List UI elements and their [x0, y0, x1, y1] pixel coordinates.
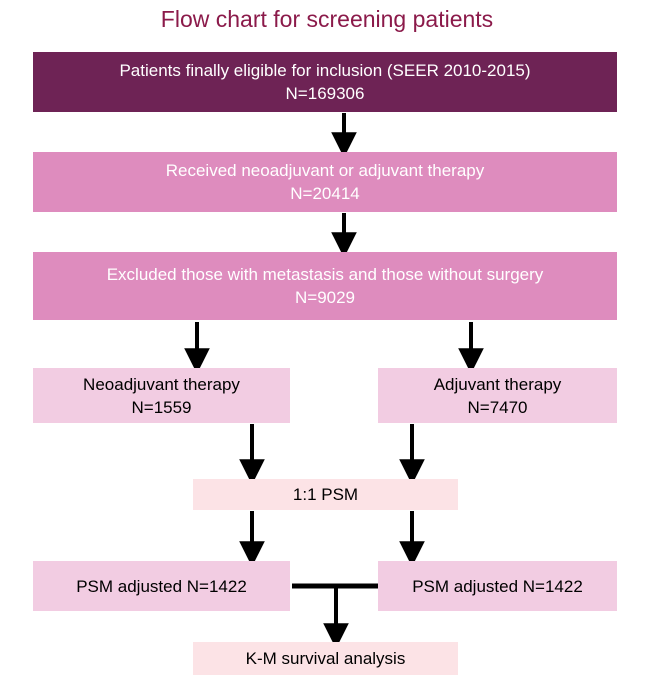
node-adjuvant-therapy: Adjuvant therapy N=7470: [378, 368, 617, 423]
node-eligible-patients: Patients finally eligible for inclusion …: [33, 52, 617, 112]
node-km-survival-analysis-label: K-M survival analysis: [245, 649, 406, 668]
node-adjuvant-therapy-line1: Adjuvant therapy: [433, 374, 562, 394]
node-km-survival-analysis: K-M survival analysis: [193, 642, 458, 675]
node-received-therapy: Received neoadjuvant or adjuvant therapy…: [33, 152, 617, 212]
node-psm-adjusted-right-label: PSM adjusted N=1422: [412, 576, 583, 596]
node-adjuvant-therapy-count: N=7470: [467, 397, 528, 417]
node-excluded-line1: Excluded those with metastasis and those…: [106, 265, 544, 284]
node-excluded-count: N=9029: [294, 288, 356, 307]
node-eligible-patients-count: N=169306: [285, 84, 365, 103]
node-excluded: Excluded those with metastasis and those…: [33, 252, 617, 320]
node-neoadjuvant-therapy-line1: Neoadjuvant therapy: [83, 374, 240, 394]
node-psm-adjusted-left-label: PSM adjusted N=1422: [76, 576, 247, 596]
node-eligible-patients-line1: Patients finally eligible for inclusion …: [119, 61, 531, 80]
node-received-therapy-count: N=20414: [290, 184, 360, 203]
node-psm-adjusted-right: PSM adjusted N=1422: [378, 561, 617, 611]
connector-adjusted-pair-to-km: [292, 583, 380, 649]
node-received-therapy-line1: Received neoadjuvant or adjuvant therapy: [165, 161, 485, 180]
node-psm-matching: 1:1 PSM: [193, 479, 458, 510]
node-neoadjuvant-therapy: Neoadjuvant therapy N=1559: [33, 368, 290, 423]
node-neoadjuvant-therapy-count: N=1559: [131, 397, 192, 417]
page-title: Flow chart for screening patients: [160, 6, 494, 32]
node-psm-matching-label: 1:1 PSM: [292, 485, 359, 504]
node-psm-adjusted-left: PSM adjusted N=1422: [33, 561, 290, 611]
